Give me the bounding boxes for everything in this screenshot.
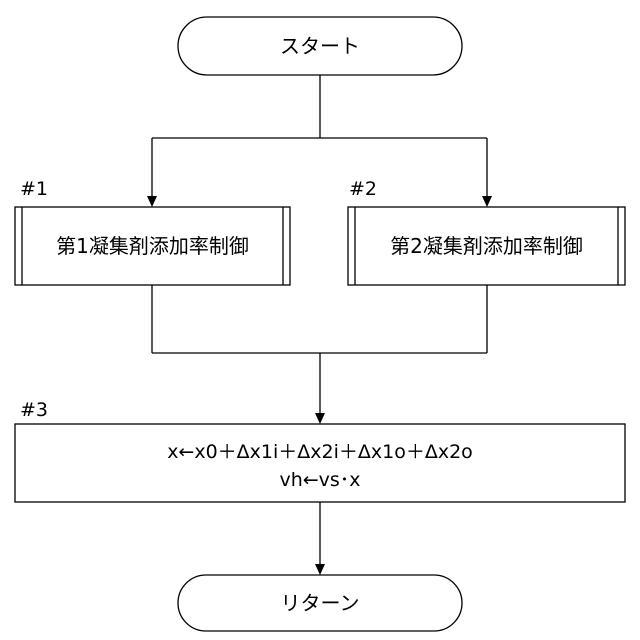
arrow-to-left-branch: [147, 196, 157, 207]
arrow-to-end: [315, 564, 325, 575]
step-label-2: #2: [349, 178, 377, 200]
step-label-3: #3: [20, 399, 48, 421]
process-line-2: vh←vs･x: [279, 469, 360, 491]
start-label: スタート: [280, 34, 360, 58]
right-process-label: 第2凝集剤添加率制御: [390, 234, 583, 258]
process-line-1: x←x0＋Δx1i＋Δx2i＋Δx1o＋Δx2o: [167, 441, 473, 463]
end-label: リターン: [281, 591, 360, 615]
left-process-label: 第1凝集剤添加率制御: [56, 234, 249, 258]
arrow-to-right-branch: [482, 196, 492, 207]
step-label-1: #1: [20, 178, 48, 200]
arrow-to-process: [315, 413, 325, 424]
